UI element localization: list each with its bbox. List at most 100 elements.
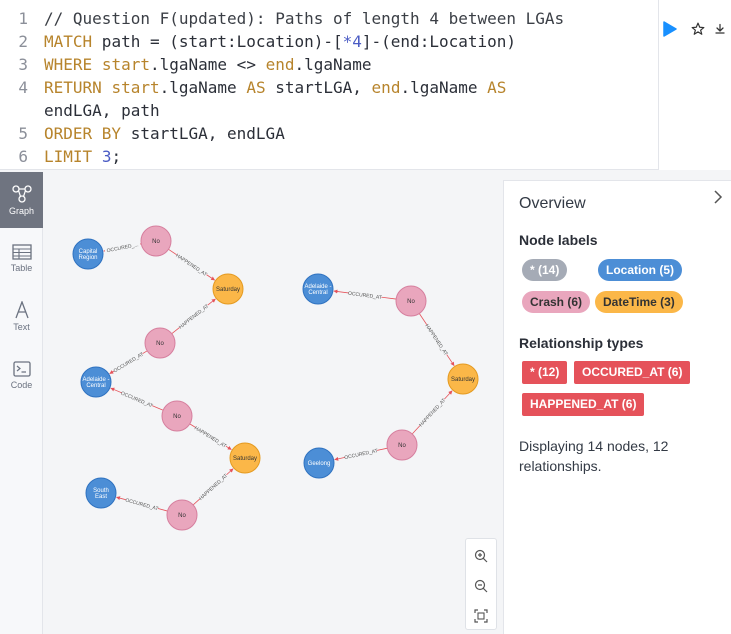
fit-button[interactable] xyxy=(466,601,496,631)
code-text: MATCH path = (start:Location)-[*4]-(end:… xyxy=(44,30,516,53)
code-token: .lgaName <> xyxy=(149,55,266,74)
node-circle[interactable] xyxy=(72,238,104,270)
relationship-label-bg xyxy=(104,240,141,255)
overview-description: Displaying 14 nodes, 12 relationships. xyxy=(519,438,669,474)
rail-item-graph[interactable]: Graph xyxy=(0,172,43,228)
node-circle[interactable] xyxy=(303,447,335,479)
node-caption: Geelong xyxy=(308,461,331,467)
relationship-label: HAPPENED_AT xyxy=(418,398,447,429)
pill-text: DateTime (3) xyxy=(603,295,675,309)
node-circle[interactable] xyxy=(447,363,479,395)
code-token: endLGA, path xyxy=(44,101,160,120)
rail-item-table[interactable]: Table xyxy=(0,230,43,286)
code-token: RETURN xyxy=(44,78,102,97)
relationship-label-bg xyxy=(423,322,450,357)
download-icon xyxy=(715,23,725,34)
node-location[interactable]: Adelaide -Central xyxy=(80,366,112,398)
code-token: .lgaName xyxy=(294,55,372,74)
line-number: 4 xyxy=(18,78,28,97)
node-label-pill-location[interactable]: Location (5) xyxy=(598,259,682,281)
pill-text: * (14) xyxy=(530,263,560,277)
node-circle[interactable] xyxy=(302,273,334,305)
rail-label-table: Table xyxy=(10,262,33,273)
pill-text: Location (5) xyxy=(606,263,674,277)
node-labels-heading: Node labels xyxy=(519,232,598,248)
download-button[interactable] xyxy=(709,18,731,40)
node-label-pill-all[interactable]: * (14) xyxy=(522,259,568,281)
pill-text: * (12) xyxy=(530,365,560,379)
code-token: MATCH xyxy=(44,32,93,51)
node-circle[interactable] xyxy=(85,477,117,509)
node-caption: Capital xyxy=(79,249,98,255)
code-token: startLGA, endLGA xyxy=(121,124,285,143)
code-text: WHERE start.lgaName <> end.lgaName xyxy=(44,53,372,76)
rel-type-pill-all[interactable]: * (12) xyxy=(522,361,568,384)
star-icon xyxy=(691,22,705,35)
node-circle[interactable] xyxy=(229,442,261,474)
code-token: AS xyxy=(487,78,507,97)
node-caption: Saturday xyxy=(233,456,257,462)
zoom-controls xyxy=(465,538,497,630)
node-circle[interactable] xyxy=(140,225,172,257)
node-crash[interactable]: No xyxy=(395,285,427,317)
favorite-button[interactable] xyxy=(687,18,709,40)
node-caption: Region xyxy=(78,255,97,261)
relationship-label: HAPPENED_AT xyxy=(198,473,229,502)
graph-canvas[interactable]: OCCURED_... HAPPENED_AT HAPPENED_AT OCCURED… xyxy=(43,172,503,634)
graph-svg[interactable]: OCCURED_... HAPPENED_AT HAPPENED_AT OCCURED… xyxy=(43,172,503,634)
code-token: AS xyxy=(246,78,266,97)
node-circle[interactable] xyxy=(80,366,112,398)
relationship-label: OCCURED_AT xyxy=(125,498,159,513)
node-crash[interactable]: No xyxy=(161,400,193,432)
relationship-label: OCCURED_... xyxy=(106,242,139,254)
node-crash[interactable]: No xyxy=(166,499,198,531)
table-icon xyxy=(11,243,32,260)
code-token: *4 xyxy=(342,32,362,51)
relationship-label: HAPPENED_AT xyxy=(423,323,448,357)
node-circle[interactable] xyxy=(144,327,176,359)
node-circle[interactable] xyxy=(395,285,427,317)
node-datetime[interactable]: Saturday xyxy=(212,273,244,305)
zoom-out-icon xyxy=(474,579,488,593)
query-editor[interactable]: 1 // Question F(updated): Paths of length… xyxy=(0,0,659,170)
code-token: WHERE xyxy=(44,55,93,74)
node-circle[interactable] xyxy=(386,429,418,461)
node-crash[interactable]: No xyxy=(144,327,176,359)
rail-item-text[interactable]: Text xyxy=(0,288,43,344)
node-datetime[interactable]: Saturday xyxy=(229,442,261,474)
rail-item-code[interactable]: Code xyxy=(0,347,43,403)
node-circle[interactable] xyxy=(212,273,244,305)
code-icon xyxy=(12,360,31,377)
node-crash[interactable]: No xyxy=(140,225,172,257)
node-location[interactable]: Adelaide -Central xyxy=(302,273,334,305)
rel-type-pill-happened-at[interactable]: HAPPENED_AT (6) xyxy=(522,393,645,416)
node-circle[interactable] xyxy=(161,400,193,432)
code-token xyxy=(92,55,102,74)
node-caption: Adelaide - xyxy=(82,377,109,383)
chevron-right-icon[interactable] xyxy=(710,189,726,205)
zoom-out-button[interactable] xyxy=(466,571,496,601)
fit-to-screen-icon xyxy=(474,609,488,623)
node-label-pill-crash[interactable]: Crash (6) xyxy=(522,291,591,313)
node-datetime[interactable]: Saturday xyxy=(447,363,479,395)
code-text: // Question F(updated): Paths of length … xyxy=(44,7,564,30)
node-label-pill-datetime[interactable]: DateTime (3) xyxy=(595,291,683,313)
relationship-label-bg xyxy=(112,350,145,374)
run-button[interactable] xyxy=(659,18,681,40)
node-caption: No xyxy=(178,513,186,519)
node-circle[interactable] xyxy=(166,499,198,531)
line-number: 3 xyxy=(18,55,28,74)
rel-type-pill-occured-at[interactable]: OCCURED_AT (6) xyxy=(574,361,691,384)
node-crash[interactable]: No xyxy=(386,429,418,461)
line-number: 1 xyxy=(18,9,28,28)
zoom-in-button[interactable] xyxy=(466,541,496,571)
node-location[interactable]: Geelong xyxy=(303,447,335,479)
node-caption: No xyxy=(152,239,160,245)
code-token: start xyxy=(111,78,160,97)
relationship-label: OCCURED_AT xyxy=(344,448,379,461)
node-caption: No xyxy=(173,414,181,420)
code-token: end xyxy=(371,78,401,97)
